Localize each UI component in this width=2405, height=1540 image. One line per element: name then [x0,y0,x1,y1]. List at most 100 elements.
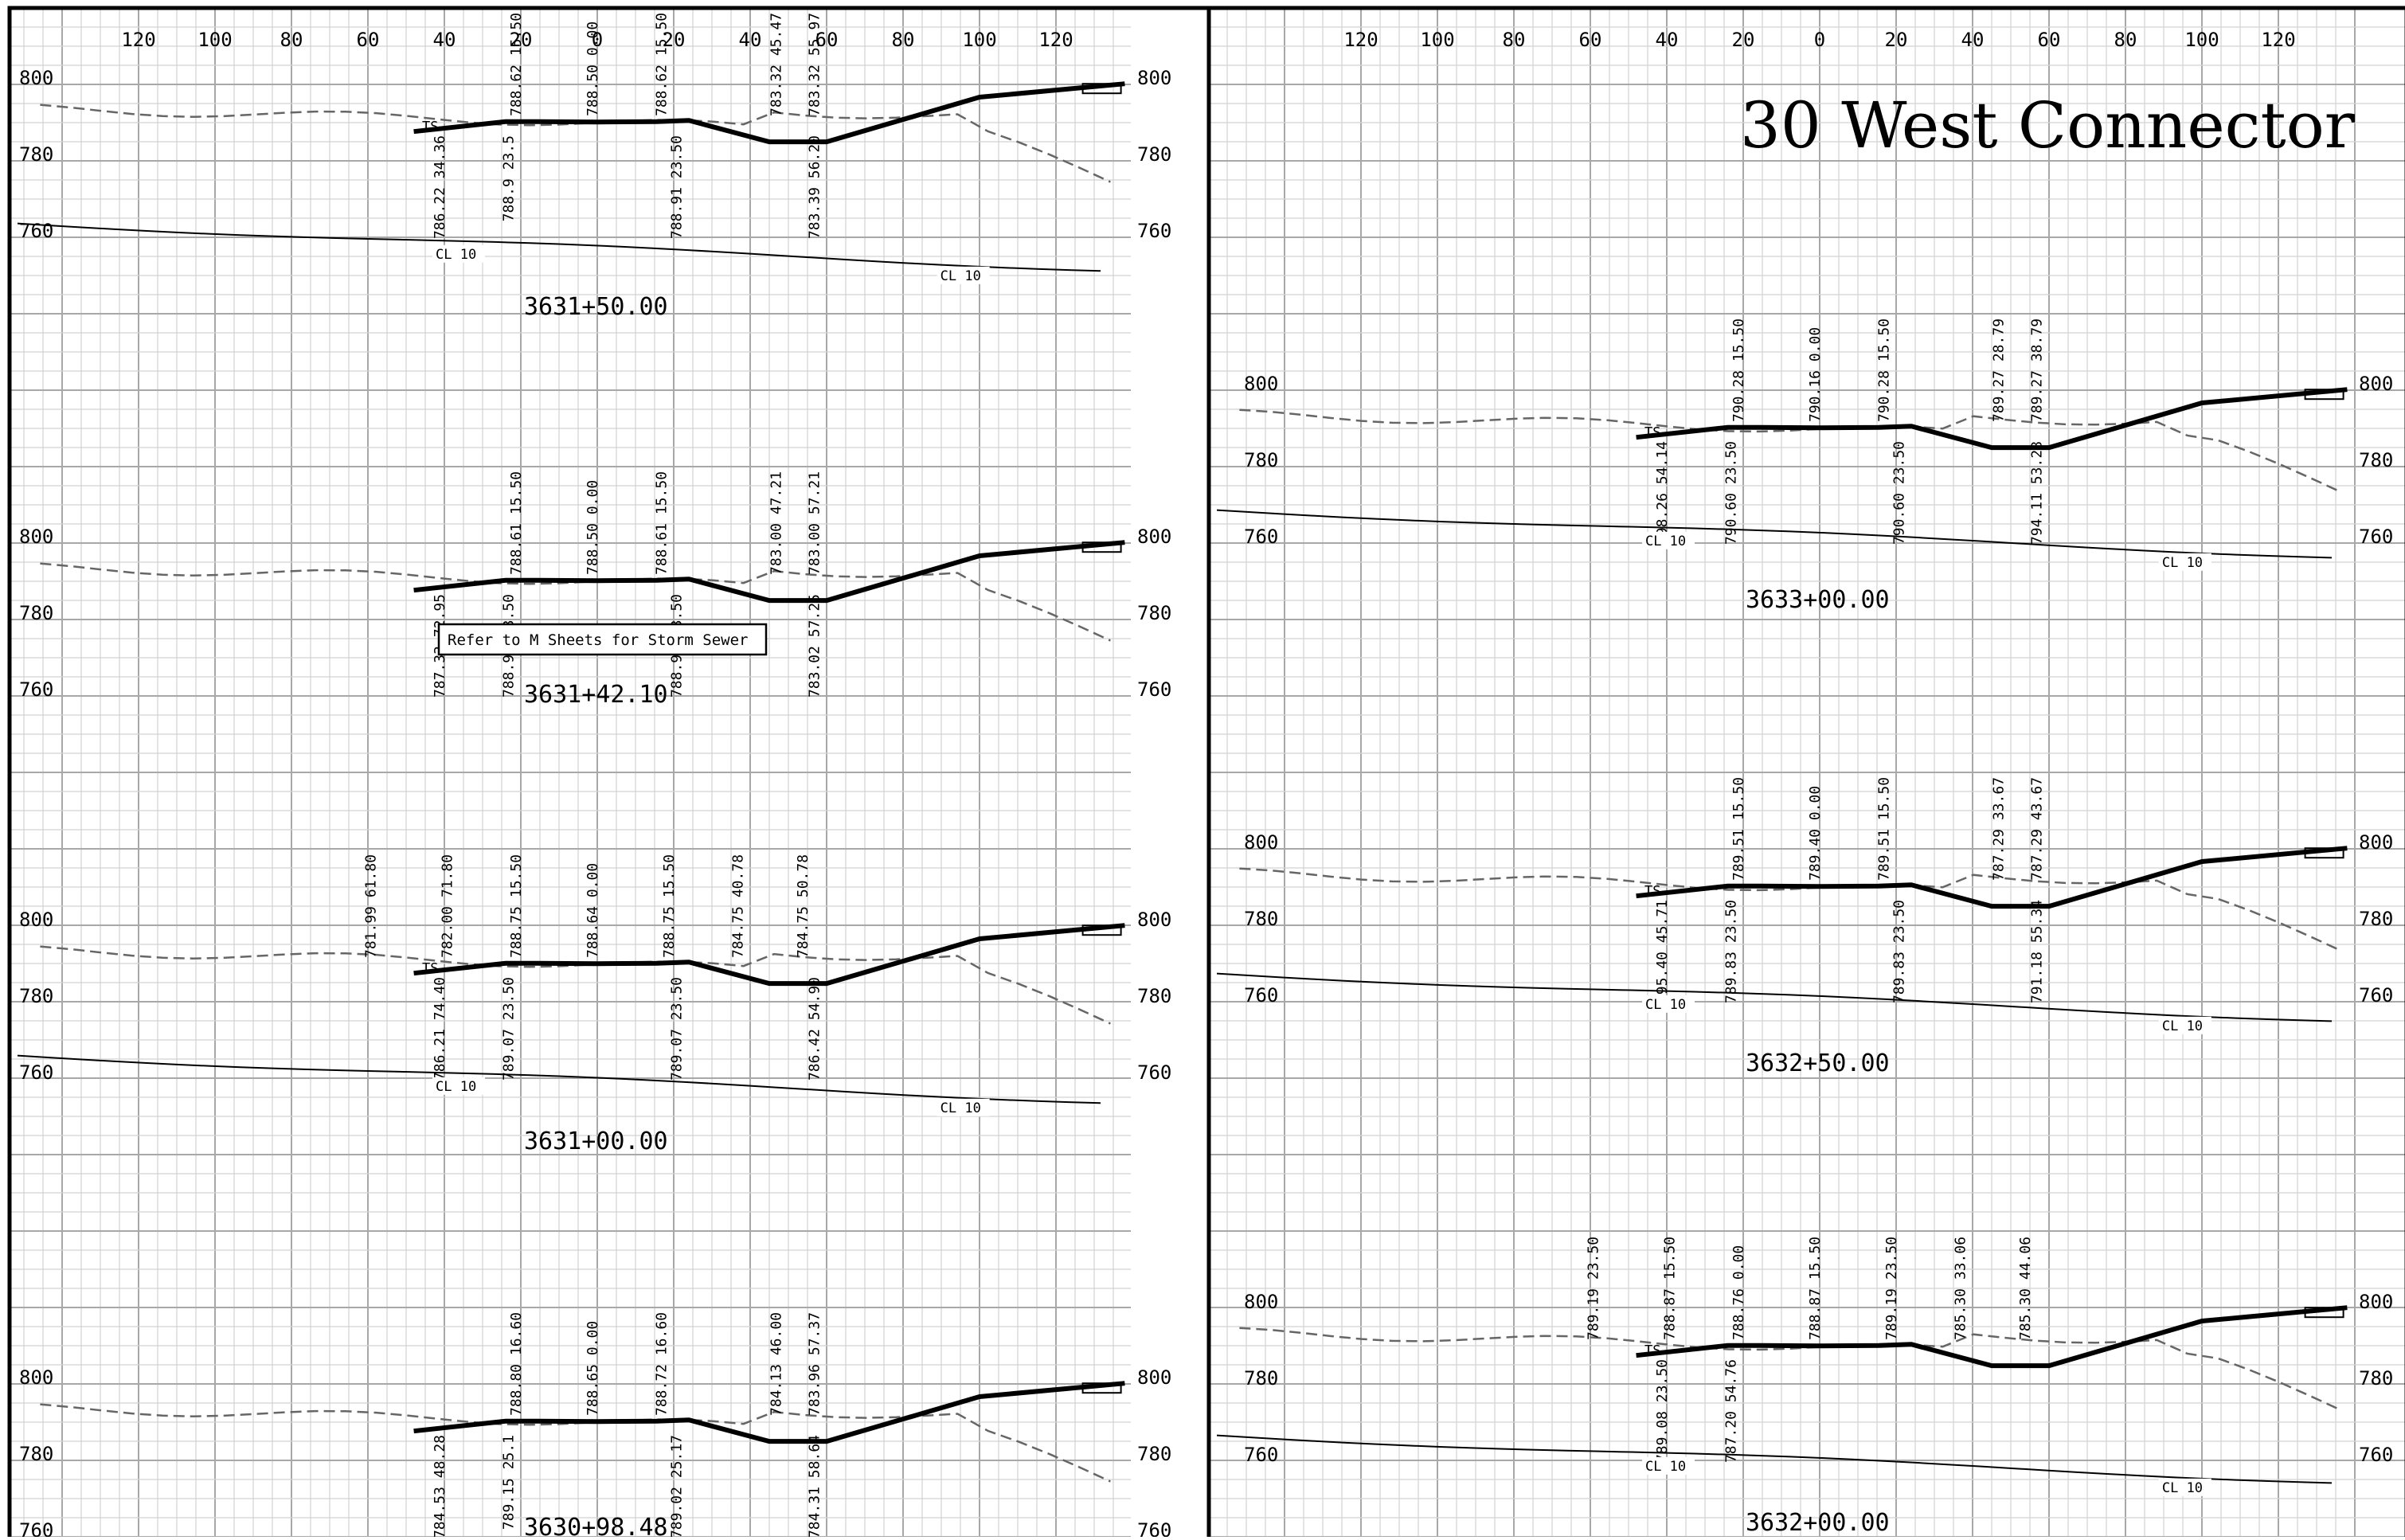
offset-tick-label: 100 [1420,29,1454,51]
elevation-label: 780 [19,985,53,1007]
barrier-symbol [1081,83,1122,95]
cl-profile-label: CL 10 [2162,1480,2203,1496]
offset-elevation-label: 781.99 61.80 [363,854,380,958]
station-label: 3632+50.00 [1746,1049,1890,1077]
offset-tick-label: 80 [1503,29,1526,51]
elevation-label: 760 [1137,1061,1171,1084]
storm-sewer-note: Refer to M Sheets for Storm Sewer [437,623,768,656]
offset-elevation-label: 790.28 15.50 [1875,319,1892,422]
offset-tick-label: 20 [1885,29,1908,51]
offset-elevation-label: 790.16 0.00 [1807,327,1824,422]
cl-profile-label: CL 10 [2162,1018,2203,1034]
elevation-label: 780 [2359,908,2393,930]
barrier-symbol [2304,1307,2344,1319]
elevation-label: 760 [19,1519,53,1537]
offset-elevation-label: 783.32 45.47 [768,13,784,116]
ts-label: TS [1644,424,1660,440]
offset-elevation-label: 782.00 71.80 [440,854,456,958]
offset-elevation-label: 789.27 28.79 [1990,319,2007,422]
elevation-label: 760 [2359,1444,2393,1466]
station-label: 3630+98.48 [524,1514,668,1537]
cl-label-bg [432,1077,486,1095]
offset-tick-label: 80 [280,29,303,51]
offset-elevation-label: 783.00 47.21 [768,471,784,575]
offset-tick-label: 60 [815,29,839,51]
offset-elevation-label: 783.02 57.25 [806,594,823,698]
offset-elevation-label: 785.30 33.06 [1952,1237,1969,1340]
elevation-label: 780 [19,143,53,166]
cl-profile-label: CL 10 [1645,534,1686,549]
offset-tick-label: 0 [592,29,603,51]
sheet-title: 30 West Connector [1740,88,2356,162]
offset-tick-label: 80 [2114,29,2137,51]
offset-elevation-label: 798.26 54.14 [1654,441,1671,545]
cl-profile-label: CL 10 [436,247,476,263]
offset-elevation-label: 784.75 40.78 [729,854,746,958]
offset-elevation-label: 784.13 46.00 [768,1312,784,1416]
existing-ground [1239,408,2341,493]
cl-label-bg [1641,995,1695,1013]
cl-label-bg [2158,553,2211,571]
elevation-label: 780 [1244,1367,1278,1390]
elevation-label: 760 [1137,220,1171,242]
offset-elevation-label: 784.75 50.78 [795,854,811,958]
proposed-section [413,540,1125,604]
offset-elevation-label: 783.32 55.97 [806,13,823,116]
offset-elevation-label: 791.18 55.34 [2028,900,2045,1003]
offset-tick-label: 100 [962,29,996,51]
cl-profile-label: CL 10 [436,1079,476,1095]
offset-tick-label: 40 [1961,29,1985,51]
station-label: 3633+00.00 [1746,586,1890,614]
elevation-label: 760 [1244,984,1278,1006]
cl-profile-label: CL 10 [1645,1459,1686,1475]
barrier-symbol [2304,847,2344,859]
cl-label-bg [937,266,990,284]
elevation-label: 760 [1244,1444,1278,1466]
proposed-section [413,81,1125,145]
elevation-label: 800 [1137,909,1171,931]
offset-elevation-label: 790.60 23.50 [1723,441,1739,545]
offset-elevation-label: 783.00 57.21 [806,471,823,575]
elevation-label: 780 [1137,602,1171,624]
barrier-symbol [1081,924,1122,936]
offset-elevation-label: 788.87 15.50 [1662,1237,1679,1340]
cl-profile-label: CL 10 [940,268,981,284]
offset-elevation-label: 788.50 0.00 [585,480,601,575]
offset-tick-label: 120 [2261,29,2295,51]
offset-elevation-label: 786.42 54.90 [806,977,823,1081]
offset-tick-label: 100 [2184,29,2219,51]
proposed-section [1636,387,2348,451]
cl-profile-line [1216,509,2333,559]
cl-label-bg [937,1098,990,1116]
elevation-label: 800 [1244,373,1278,395]
cl-profile-line [1216,972,2333,1022]
elevation-label: 800 [19,67,53,89]
barrier-symbol [2304,389,2344,401]
barrier-symbol [1081,1382,1122,1394]
offset-elevation-label: 786.21 74.40 [432,977,448,1081]
offset-elevation-label: 784.31 58.64 [806,1435,823,1537]
elevation-label: 800 [1244,1291,1278,1313]
elevation-label: 760 [2359,526,2393,548]
offset-tick-label: 20 [663,29,686,51]
offset-elevation-label: 789.51 15.50 [1875,777,1892,881]
offset-elevation-label: 787.29 43.67 [2028,777,2045,881]
elevation-label: 800 [1137,526,1171,548]
cl-profile-line [1216,1434,2333,1484]
offset-tick-label: 60 [2038,29,2061,51]
elevation-label: 760 [2359,984,2393,1006]
existing-ground [1239,867,2341,952]
elevation-label: 780 [2359,449,2393,471]
offset-elevation-label: 789.19 23.50 [1883,1237,1900,1340]
station-label: 3632+00.00 [1746,1509,1890,1537]
barrier-symbol [1081,541,1122,553]
cl-label-bg [1641,1456,1695,1475]
offset-tick-label: 100 [197,29,232,51]
offset-elevation-label: 788.61 15.50 [508,471,525,575]
